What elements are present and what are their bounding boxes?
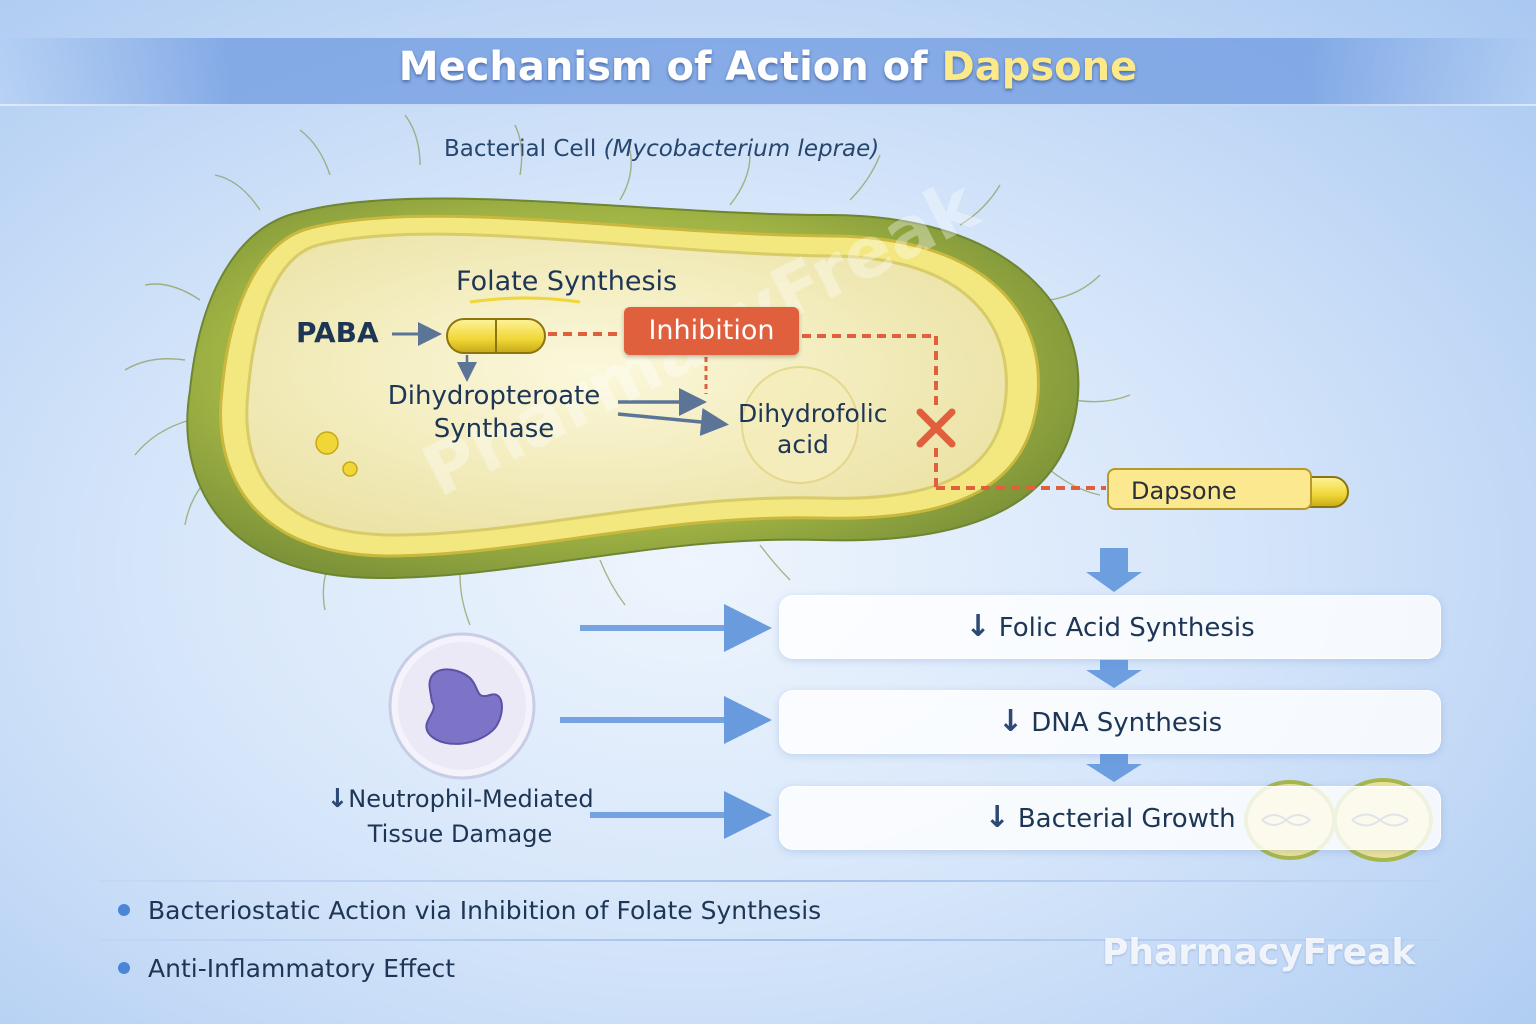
flow-arrows bbox=[1086, 548, 1142, 782]
down-arrow-icon: ↓ bbox=[997, 704, 1023, 739]
title-prefix: Mechanism of Action of bbox=[398, 44, 928, 90]
dihydrofolic-acid-circle bbox=[741, 366, 859, 484]
down-arrow bbox=[1086, 754, 1142, 782]
bullet-dot-icon bbox=[118, 904, 130, 916]
neutrophil-line1: Neutrophil-Mediated bbox=[348, 785, 594, 813]
dihydrofolic-acid-label: Dihydrofolic acid bbox=[738, 399, 888, 459]
neutrophil-icon bbox=[388, 632, 536, 780]
bullet-item: Bacteriostatic Action via Inhibition of … bbox=[118, 896, 821, 925]
effect-label: Folic Acid Synthesis bbox=[998, 613, 1255, 643]
title-highlight: Dapsone bbox=[941, 44, 1138, 90]
page-title: Mechanism of Action of Dapsone bbox=[0, 44, 1536, 90]
neutrophil-effect: ↓Neutrophil-Mediated Tissue Damage bbox=[310, 782, 610, 852]
effect-bacterial-growth: ↓ Bacterial Growth bbox=[779, 786, 1441, 850]
enzyme-label: Dihydropteroate Synthase bbox=[387, 381, 601, 444]
side-arrows bbox=[560, 604, 772, 839]
neutrophil-line2: Tissue Damage bbox=[367, 820, 553, 848]
down-arrow-icon: ↓ bbox=[984, 800, 1010, 835]
effect-dna: ↓ DNA Synthesis bbox=[779, 690, 1441, 754]
granule bbox=[315, 431, 339, 455]
granule bbox=[342, 461, 358, 477]
reaction-arrow bbox=[617, 408, 729, 436]
divider bbox=[100, 880, 1440, 882]
capsule-icon bbox=[446, 318, 546, 354]
bullet-text: Bacteriostatic Action via Inhibition of … bbox=[148, 896, 822, 925]
down-arrow bbox=[1086, 660, 1142, 688]
bullet-item: Anti-Inflammatory Effect bbox=[118, 954, 455, 983]
inhibition-badge: Inhibition bbox=[624, 307, 799, 355]
brand-watermark: PharmacyFreak bbox=[1102, 932, 1416, 973]
dapsone-label: Dapsone bbox=[1107, 468, 1312, 510]
effect-folic-acid: ↓ Folic Acid Synthesis bbox=[779, 595, 1441, 659]
paba-label: PABA bbox=[296, 316, 379, 349]
folate-underline bbox=[469, 296, 581, 304]
down-arrow-icon: ↓ bbox=[326, 784, 349, 814]
inhibition-x-icon bbox=[916, 408, 956, 448]
effect-label: Bacterial Growth bbox=[1017, 804, 1236, 834]
divider bbox=[100, 939, 1440, 941]
cell-caption: Bacterial Cell (Mycobacterium leprae) bbox=[444, 136, 879, 162]
folate-synthesis-label: Folate Synthesis bbox=[456, 266, 678, 297]
bullet-text: Anti-Inflammatory Effect bbox=[148, 954, 456, 983]
down-arrow bbox=[1086, 548, 1142, 592]
title-band bbox=[0, 38, 1536, 106]
effect-label: DNA Synthesis bbox=[1031, 708, 1223, 738]
cell-caption-organism: (Mycobacterium leprae) bbox=[603, 136, 880, 162]
down-arrow-icon: ↓ bbox=[965, 609, 991, 644]
bullet-dot-icon bbox=[118, 962, 130, 974]
